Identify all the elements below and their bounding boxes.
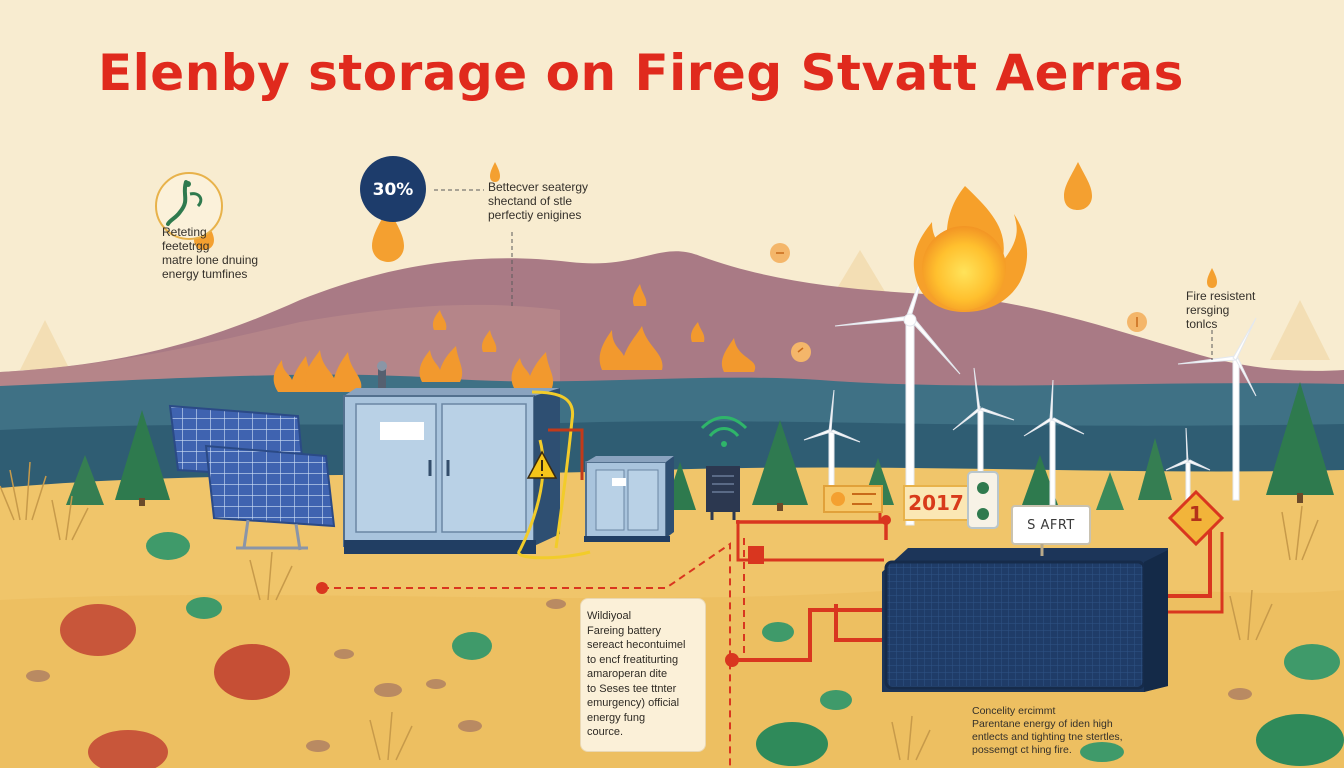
flame-icon xyxy=(721,338,756,372)
tree xyxy=(1266,382,1334,503)
flame-icon xyxy=(305,350,362,392)
solar-panels xyxy=(168,404,336,551)
cabinet xyxy=(584,456,674,542)
sign-posts xyxy=(823,471,1225,556)
flame-icon xyxy=(481,330,497,352)
flame-icon xyxy=(690,322,705,342)
tree xyxy=(1096,472,1124,510)
turbine xyxy=(1165,427,1211,503)
turbine xyxy=(952,367,1015,501)
flame-icon xyxy=(632,284,647,306)
flames xyxy=(273,284,756,392)
year-sign: 2017 xyxy=(908,491,964,515)
note-top-center: Bettecver seatergy shectand of stle perf… xyxy=(488,180,589,222)
page-title: Elenby storage on Fireg Stvatt Aerras xyxy=(98,44,1184,102)
flame-icon xyxy=(511,352,554,388)
percent-badge-circle xyxy=(360,156,426,222)
tree xyxy=(115,410,170,506)
flame-icon xyxy=(273,356,315,392)
safe-sign: S AFRT xyxy=(1027,517,1075,533)
shrubs xyxy=(60,532,1344,768)
rocks xyxy=(26,599,1252,752)
warning-sign-icon xyxy=(526,450,558,479)
storage-container xyxy=(343,361,560,554)
tree xyxy=(752,420,808,511)
warning-number: 1 xyxy=(1189,502,1203,526)
note-bottom-right: Concelity ercimmt Parentane energy of id… xyxy=(972,705,1123,756)
leaf-ring-icon xyxy=(155,172,223,240)
turbine xyxy=(803,389,861,503)
note-top-left: Reteting feetetrgg matre lone dnuing ene… xyxy=(162,225,259,281)
trees xyxy=(66,382,1334,511)
wifi-icon xyxy=(700,416,748,520)
grass-tufts xyxy=(0,461,1319,761)
info-card xyxy=(580,598,706,752)
cable-nodes xyxy=(316,515,891,667)
annotation-lines xyxy=(434,189,1213,360)
turbine xyxy=(1023,379,1085,506)
tree xyxy=(66,455,104,505)
flame-icon xyxy=(432,310,447,330)
note-right: Fire resistent rersging tonlcs xyxy=(1186,289,1256,331)
flame-icon xyxy=(599,326,663,370)
cables xyxy=(730,500,1224,662)
percent-badge: 30% xyxy=(372,180,414,200)
turbine xyxy=(1177,317,1257,501)
tree xyxy=(1022,455,1058,505)
flame-icon xyxy=(419,346,463,382)
battery-pack xyxy=(882,548,1168,692)
sun-fire xyxy=(913,186,1028,312)
tree xyxy=(1138,438,1172,500)
info-card-text: Wildiyoal Fareing battery sereact hecont… xyxy=(587,610,686,738)
